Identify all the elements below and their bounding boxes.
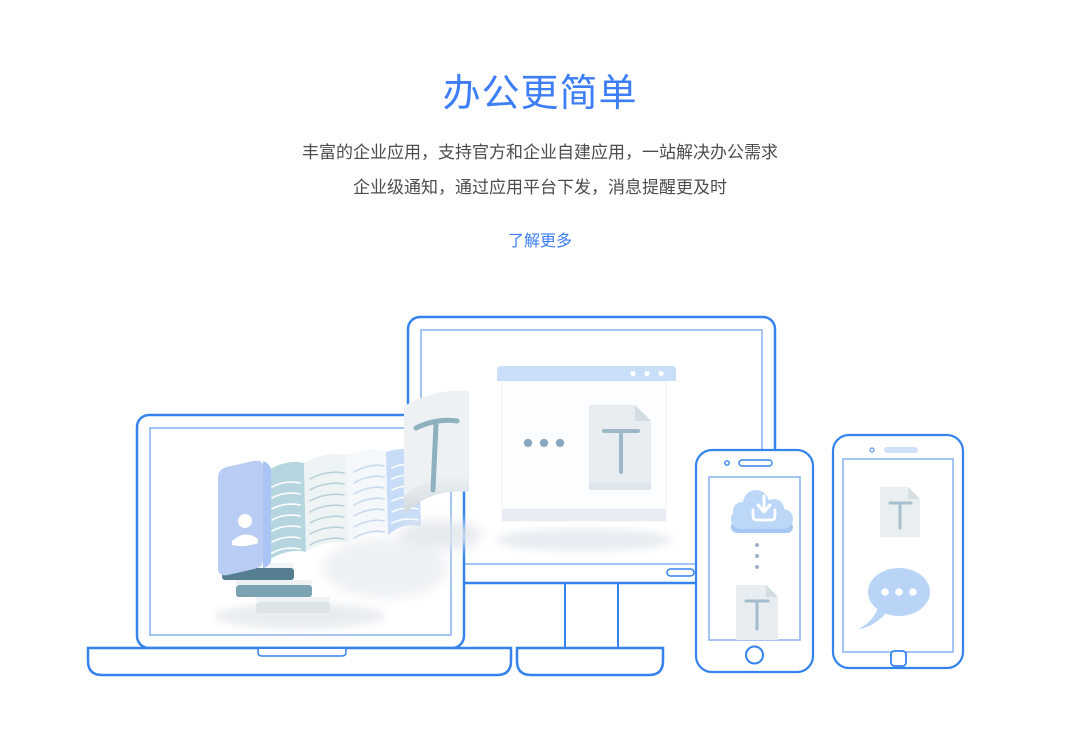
smartphone-large (831, 433, 965, 670)
speaker-icon (738, 459, 773, 467)
camera-dot-icon (724, 460, 730, 466)
document-t-icon (736, 585, 778, 640)
camera-dot-icon (869, 447, 875, 453)
curved-page-t-icon (398, 390, 482, 550)
laptop-base (86, 646, 513, 677)
home-button-icon (890, 650, 907, 667)
dots-transfer-icon (755, 543, 759, 569)
home-button-icon (745, 645, 764, 665)
trackpad-notch (257, 649, 347, 657)
speaker-icon (884, 447, 918, 453)
ellipsis-icon (523, 438, 565, 448)
cloud-download-icon (731, 490, 793, 533)
browser-dots-icon (630, 370, 664, 377)
chat-bubble-icon (858, 568, 930, 629)
document-t-icon (880, 487, 920, 537)
hero-description: 丰富的企业应用，支持官方和企业自建应用，一站解决办公需求 企业级通知，通过应用平… (0, 135, 1080, 205)
book-stack-icon (215, 449, 447, 629)
smartphone-small (694, 448, 815, 674)
hero-description-line-2: 企业级通知，通过应用平台下发，消息提醒更及时 (353, 178, 727, 197)
hero-description-line-1: 丰富的企业应用，支持官方和企业自建应用，一站解决办公需求 (302, 143, 778, 162)
learn-more-link[interactable]: 了解更多 (507, 233, 572, 250)
browser-window-icon (496, 366, 676, 551)
person-icon (232, 514, 258, 547)
monitor-stand (515, 584, 665, 677)
monitor-button-icon (666, 568, 695, 577)
desktop-monitor (406, 315, 777, 677)
document-t-icon (589, 405, 651, 490)
hero-section: 办公更简单 丰富的企业应用，支持官方和企业自建应用，一站解决办公需求 企业级通知… (0, 0, 1080, 251)
page-title: 办公更简单 (442, 73, 638, 115)
